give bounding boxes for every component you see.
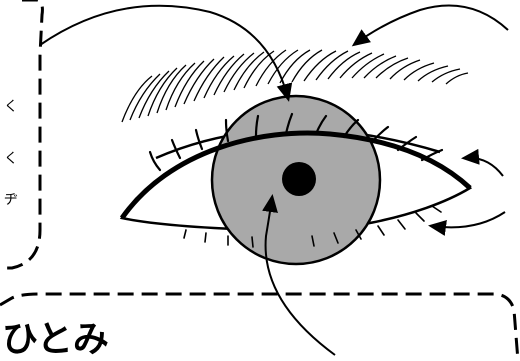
label-box-top-left xyxy=(0,0,42,268)
pupil-label: ひとみ xyxy=(2,320,109,360)
side-label-fragment: く xyxy=(4,152,18,166)
side-label-fragment: く xyxy=(4,100,18,114)
arrow-to-outer-corner xyxy=(465,158,503,176)
arrow-to-eyebrow xyxy=(355,6,508,45)
pupil xyxy=(282,162,316,196)
side-label-fragment: ヂ xyxy=(4,193,18,207)
arrow-to-lower-lashes xyxy=(432,212,505,227)
